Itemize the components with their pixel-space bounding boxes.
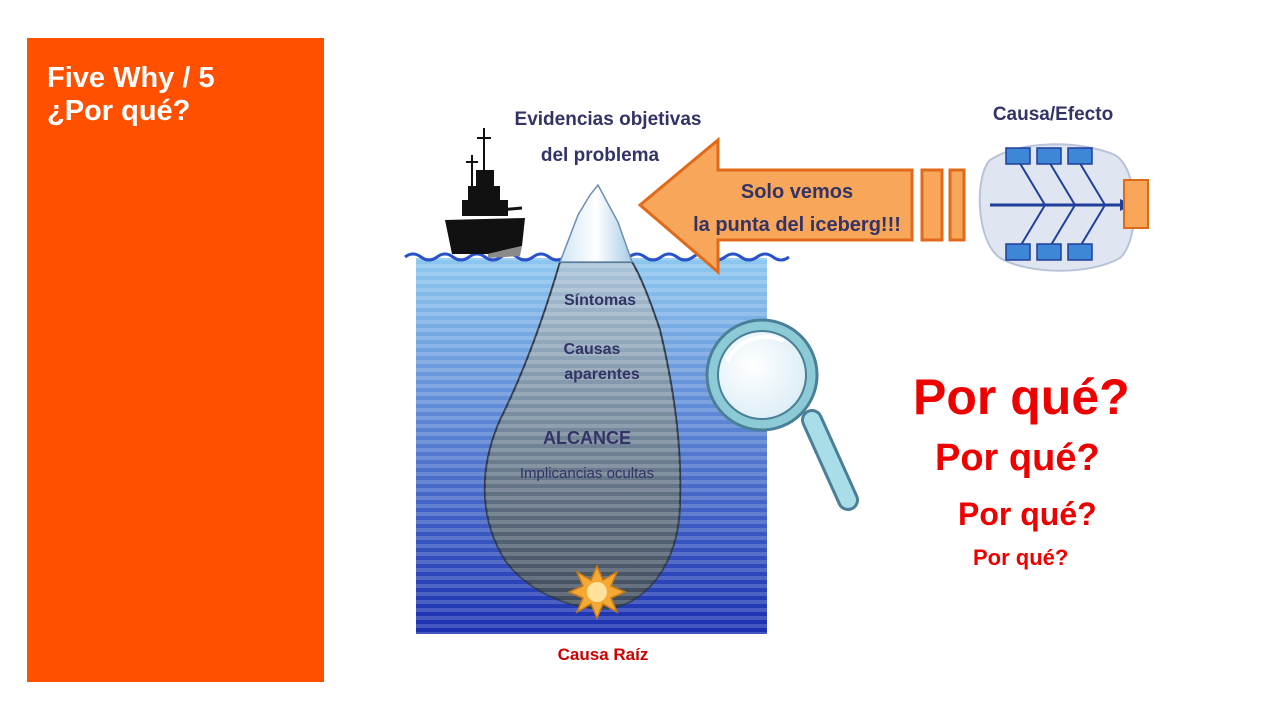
magnifying-glass-icon xyxy=(705,318,859,511)
iceberg-diagram: Evidencias objetivas del problema Síntom… xyxy=(404,104,1149,664)
causas-label: Causas xyxy=(564,341,621,358)
evidence-label-line1: Evidencias objetivas xyxy=(515,109,702,130)
arrow-text-line2: la punta del iceberg!!! xyxy=(693,214,901,236)
why-text-4: Por qué? xyxy=(973,545,1069,570)
arrow-text-line1: Solo vemos xyxy=(741,181,853,203)
iceberg-tip-arrow: Solo vemos la punta del iceberg!!! xyxy=(637,136,966,276)
ship-icon xyxy=(445,128,525,258)
alcance-label: ALCANCE xyxy=(543,428,631,448)
evidence-label-line2: del problema xyxy=(541,145,660,166)
fishbone-diagram-icon xyxy=(978,143,1149,272)
sintomas-label: Síntomas xyxy=(564,292,636,309)
iceberg-tip xyxy=(558,183,634,263)
slide-title-line2: ¿Por qué? xyxy=(47,95,191,127)
why-text-1: Por qué? xyxy=(913,369,1130,425)
sidebar-panel: Five Why / 5 ¿Por qué? xyxy=(27,38,324,682)
cause-effect-label: Causa/Efecto xyxy=(993,104,1113,125)
root-cause-label: Causa Raíz xyxy=(558,645,649,664)
why-text-2: Por qué? xyxy=(935,437,1100,479)
slide-title: Five Why / 5 ¿Por qué? xyxy=(47,62,215,128)
slide-title-line1: Five Why / 5 xyxy=(47,62,215,94)
starburst-icon xyxy=(567,564,627,620)
aparentes-label: aparentes xyxy=(564,366,640,383)
implicancias-label: Implicancias ocultas xyxy=(520,465,654,482)
why-text-3: Por qué? xyxy=(958,496,1097,532)
